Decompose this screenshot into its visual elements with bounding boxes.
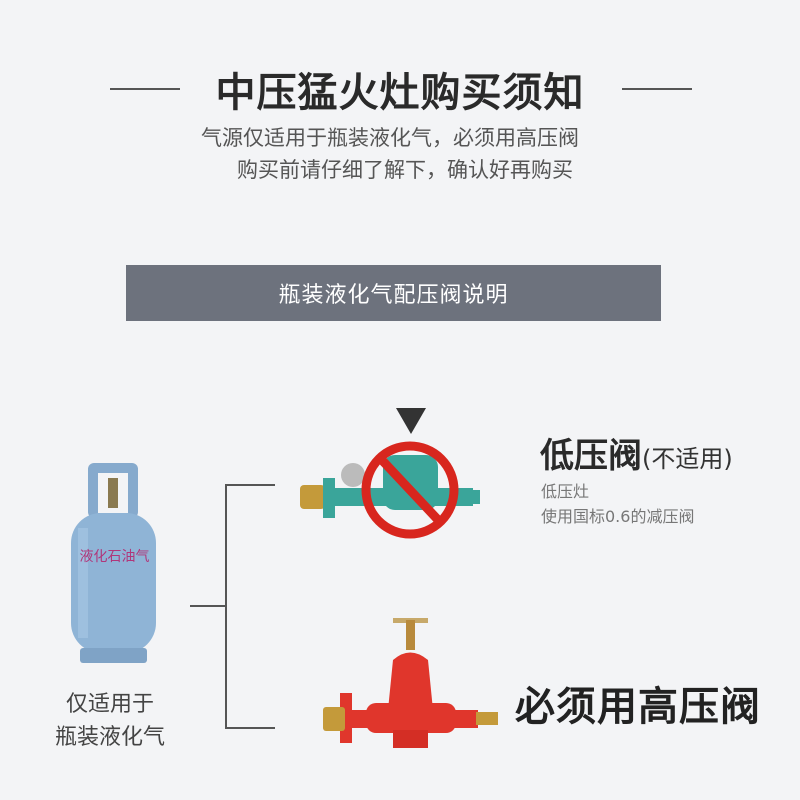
cylinder-label: 液化石油气 xyxy=(79,549,150,565)
connector-line xyxy=(225,484,227,729)
low-valve-detail-2: 使用国标0.6的减压阀 xyxy=(541,507,695,526)
low-valve-heading: 低压阀(不适用) xyxy=(540,428,733,477)
low-pressure-valve-image xyxy=(298,440,488,545)
subtitle-line-1: 气源仅适用于瓶装液化气，必须用高压阀 xyxy=(201,126,579,150)
low-valve-title: 低压阀 xyxy=(540,436,642,476)
high-pressure-valve-image xyxy=(318,615,503,755)
high-valve-title: 必须用高压阀 xyxy=(515,684,761,730)
title-line-left xyxy=(110,88,180,90)
low-valve-note: (不适用) xyxy=(642,445,733,473)
subtitle-line-2: 购买前请仔细了解下，确认好再购买 xyxy=(237,158,573,182)
low-valve-detail-1: 低压灶 xyxy=(541,482,590,501)
connector-line xyxy=(225,727,275,729)
section-banner: 瓶装液化气配压阀说明 xyxy=(126,265,661,321)
connector-line xyxy=(190,605,226,607)
pointer-triangle-icon xyxy=(396,408,426,434)
page-title: 中压猛火灶购买须知 xyxy=(215,70,585,116)
cylinder-caption-2: 瓶装液化气 xyxy=(54,725,165,750)
gas-cylinder-image: 液化石油气 xyxy=(66,458,161,668)
connector-line xyxy=(225,484,275,486)
title-line-right xyxy=(622,88,692,90)
cylinder-caption-1: 仅适用于 xyxy=(65,692,154,717)
